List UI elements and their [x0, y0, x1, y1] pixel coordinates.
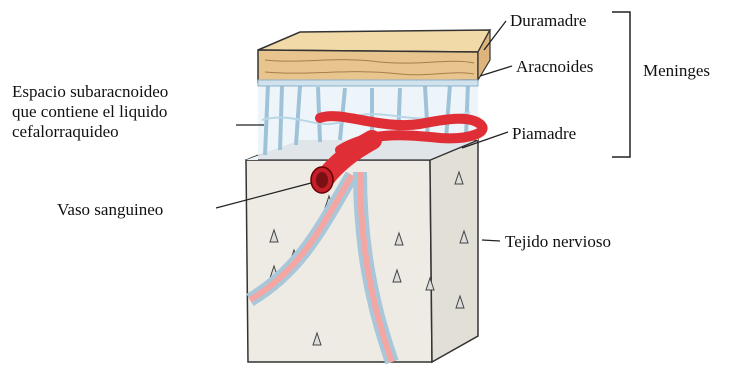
leader-tejido	[482, 240, 500, 241]
arachnoid-membrane	[258, 80, 478, 86]
label-espacio-subaracnoideo: Espacio subaracnoideo que contiene el li…	[12, 82, 168, 142]
label-espacio-line-1: Espacio subaracnoideo	[12, 82, 168, 102]
meninges-bracket	[612, 12, 630, 157]
label-vaso-sanguineo: Vaso sanguineo	[57, 200, 163, 220]
dura-mater	[258, 30, 490, 86]
tissue-side-face	[430, 140, 478, 362]
label-tejido-nervioso: Tejido nervioso	[505, 232, 611, 252]
label-espacio-line-2: que contiene el liquido	[12, 102, 168, 122]
dura-front-face	[258, 50, 478, 82]
label-espacio-line-3: cefalorraquideo	[12, 122, 168, 142]
label-aracnoides: Aracnoides	[516, 57, 593, 77]
vessel-lumen	[316, 172, 328, 188]
label-meninges: Meninges	[643, 61, 710, 81]
dura-top-face	[258, 30, 490, 52]
label-duramadre: Duramadre	[510, 11, 586, 31]
label-piamadre: Piamadre	[512, 124, 576, 144]
nervous-tissue-block	[246, 138, 478, 362]
